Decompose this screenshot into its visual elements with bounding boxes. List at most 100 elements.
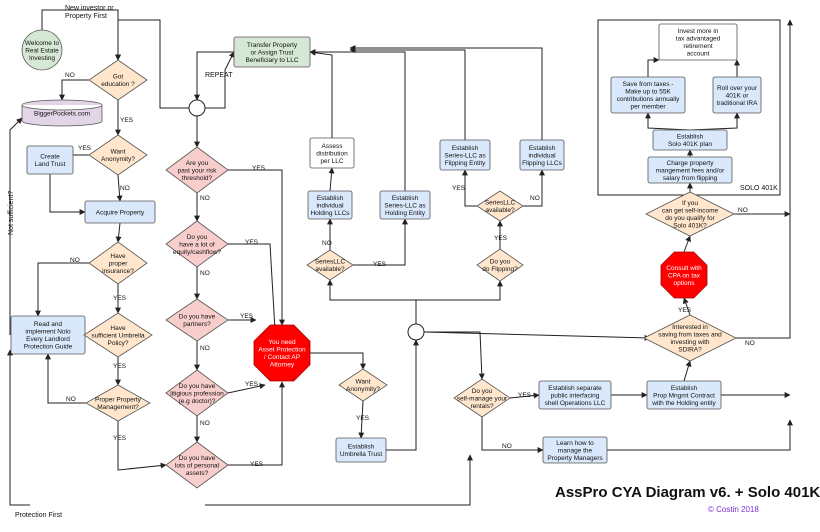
node-text: (e.g doctor)? [179, 398, 216, 405]
node-text: traditional IRA [717, 100, 758, 107]
node-text: Establish [317, 195, 344, 202]
node-text: available? [485, 207, 515, 214]
flowchart-edge-labels: NOYESYESNONOYESYESNOYESNONONONOYESYESYES… [65, 72, 755, 468]
node-text: 401K or [726, 92, 750, 99]
edge-label-yes: YES [113, 435, 127, 442]
node-shape [165, 298, 229, 342]
node-text: with the Holding entity [651, 400, 716, 407]
flow-edge [228, 169, 285, 326]
edge-label-no: NO [200, 345, 210, 352]
node-acquire: Acquire Property [84, 200, 156, 224]
node-text: options [674, 280, 696, 287]
node-text: retirement [683, 43, 712, 50]
flow-edge [386, 339, 419, 451]
node-text: Policy? [108, 340, 129, 347]
node-text: BiggerPockets.com [34, 110, 90, 117]
node-text: Want [356, 379, 371, 386]
node-text: past your risk [178, 167, 217, 174]
flow-edge [645, 112, 691, 131]
node-shape [646, 380, 722, 410]
edge-label-yes: YES [518, 392, 532, 399]
node-text: Do you have [179, 383, 216, 390]
node-text: self-manage your [457, 395, 508, 402]
flow-edge [349, 45, 543, 140]
node-shape [538, 380, 612, 410]
repeat-label: REPEAT [205, 72, 233, 79]
flow-edge [9, 117, 23, 335]
node-shape [335, 437, 387, 463]
node-text: Investing [29, 55, 55, 62]
node-shape [88, 241, 148, 285]
node-shape [165, 220, 229, 268]
node-shape [643, 314, 737, 362]
node-text: Got [113, 74, 124, 81]
edge-label-no: NO [66, 396, 76, 403]
node-shape [647, 156, 733, 184]
flow-edge [424, 331, 485, 380]
node-text: Read and [34, 321, 63, 328]
node-text: litigious profession [170, 390, 224, 397]
node-shape [542, 436, 608, 464]
node-text: Solo 401K? [673, 222, 707, 229]
junction-node [407, 323, 425, 341]
node-shape [307, 190, 353, 220]
flow-edge [309, 49, 406, 191]
edge-label-no: NO [200, 195, 210, 202]
edge-label-yes: YES [245, 239, 259, 246]
flow-edge [115, 222, 122, 243]
flow-edge [309, 49, 333, 138]
new-investor-label: New investor or [65, 5, 114, 12]
node-shape [165, 369, 229, 417]
node-text: implement Nolo [25, 329, 71, 336]
node-text: or Assign Trust [251, 49, 294, 56]
node-text: assets? [186, 470, 209, 477]
diagram-title: AssPro CYA Diagram v6. + Solo 401K [555, 484, 820, 501]
flow-edge [683, 235, 691, 253]
node-shape [83, 312, 153, 358]
node-text: available? [315, 266, 345, 273]
node-text: individual [316, 202, 344, 209]
edge-label-yes: YES [494, 235, 508, 242]
node-text: Establish [452, 145, 479, 152]
node-text: have a lot of [179, 241, 215, 248]
node-text: Invest more in [678, 28, 719, 35]
node-shape [658, 23, 738, 61]
edge-label-yes: YES [373, 261, 387, 268]
copyright-label: © Costin 2018 [708, 505, 759, 514]
node-text: Holding LLCs [310, 210, 350, 217]
edge-label-no: NO [70, 257, 80, 264]
node-shape [306, 249, 354, 281]
node-text: Transfer Property [247, 42, 298, 49]
flow-edge [194, 51, 234, 101]
node-shape [88, 134, 148, 176]
flow-edge [647, 57, 660, 77]
node-shape [26, 145, 74, 175]
node-text: Establish [677, 134, 704, 141]
node-text: SDIRA? [678, 346, 702, 353]
junction-node [188, 99, 206, 117]
node-text: Establish separate [548, 385, 602, 392]
node-text: per member [630, 103, 666, 110]
flowchart-edges [7, 9, 793, 506]
node-text: Are you [186, 160, 209, 167]
node-text: individual [528, 152, 556, 159]
flow-edge [227, 383, 266, 394]
node-text: Real Estate [25, 47, 59, 54]
node-text: education ? [101, 81, 135, 88]
